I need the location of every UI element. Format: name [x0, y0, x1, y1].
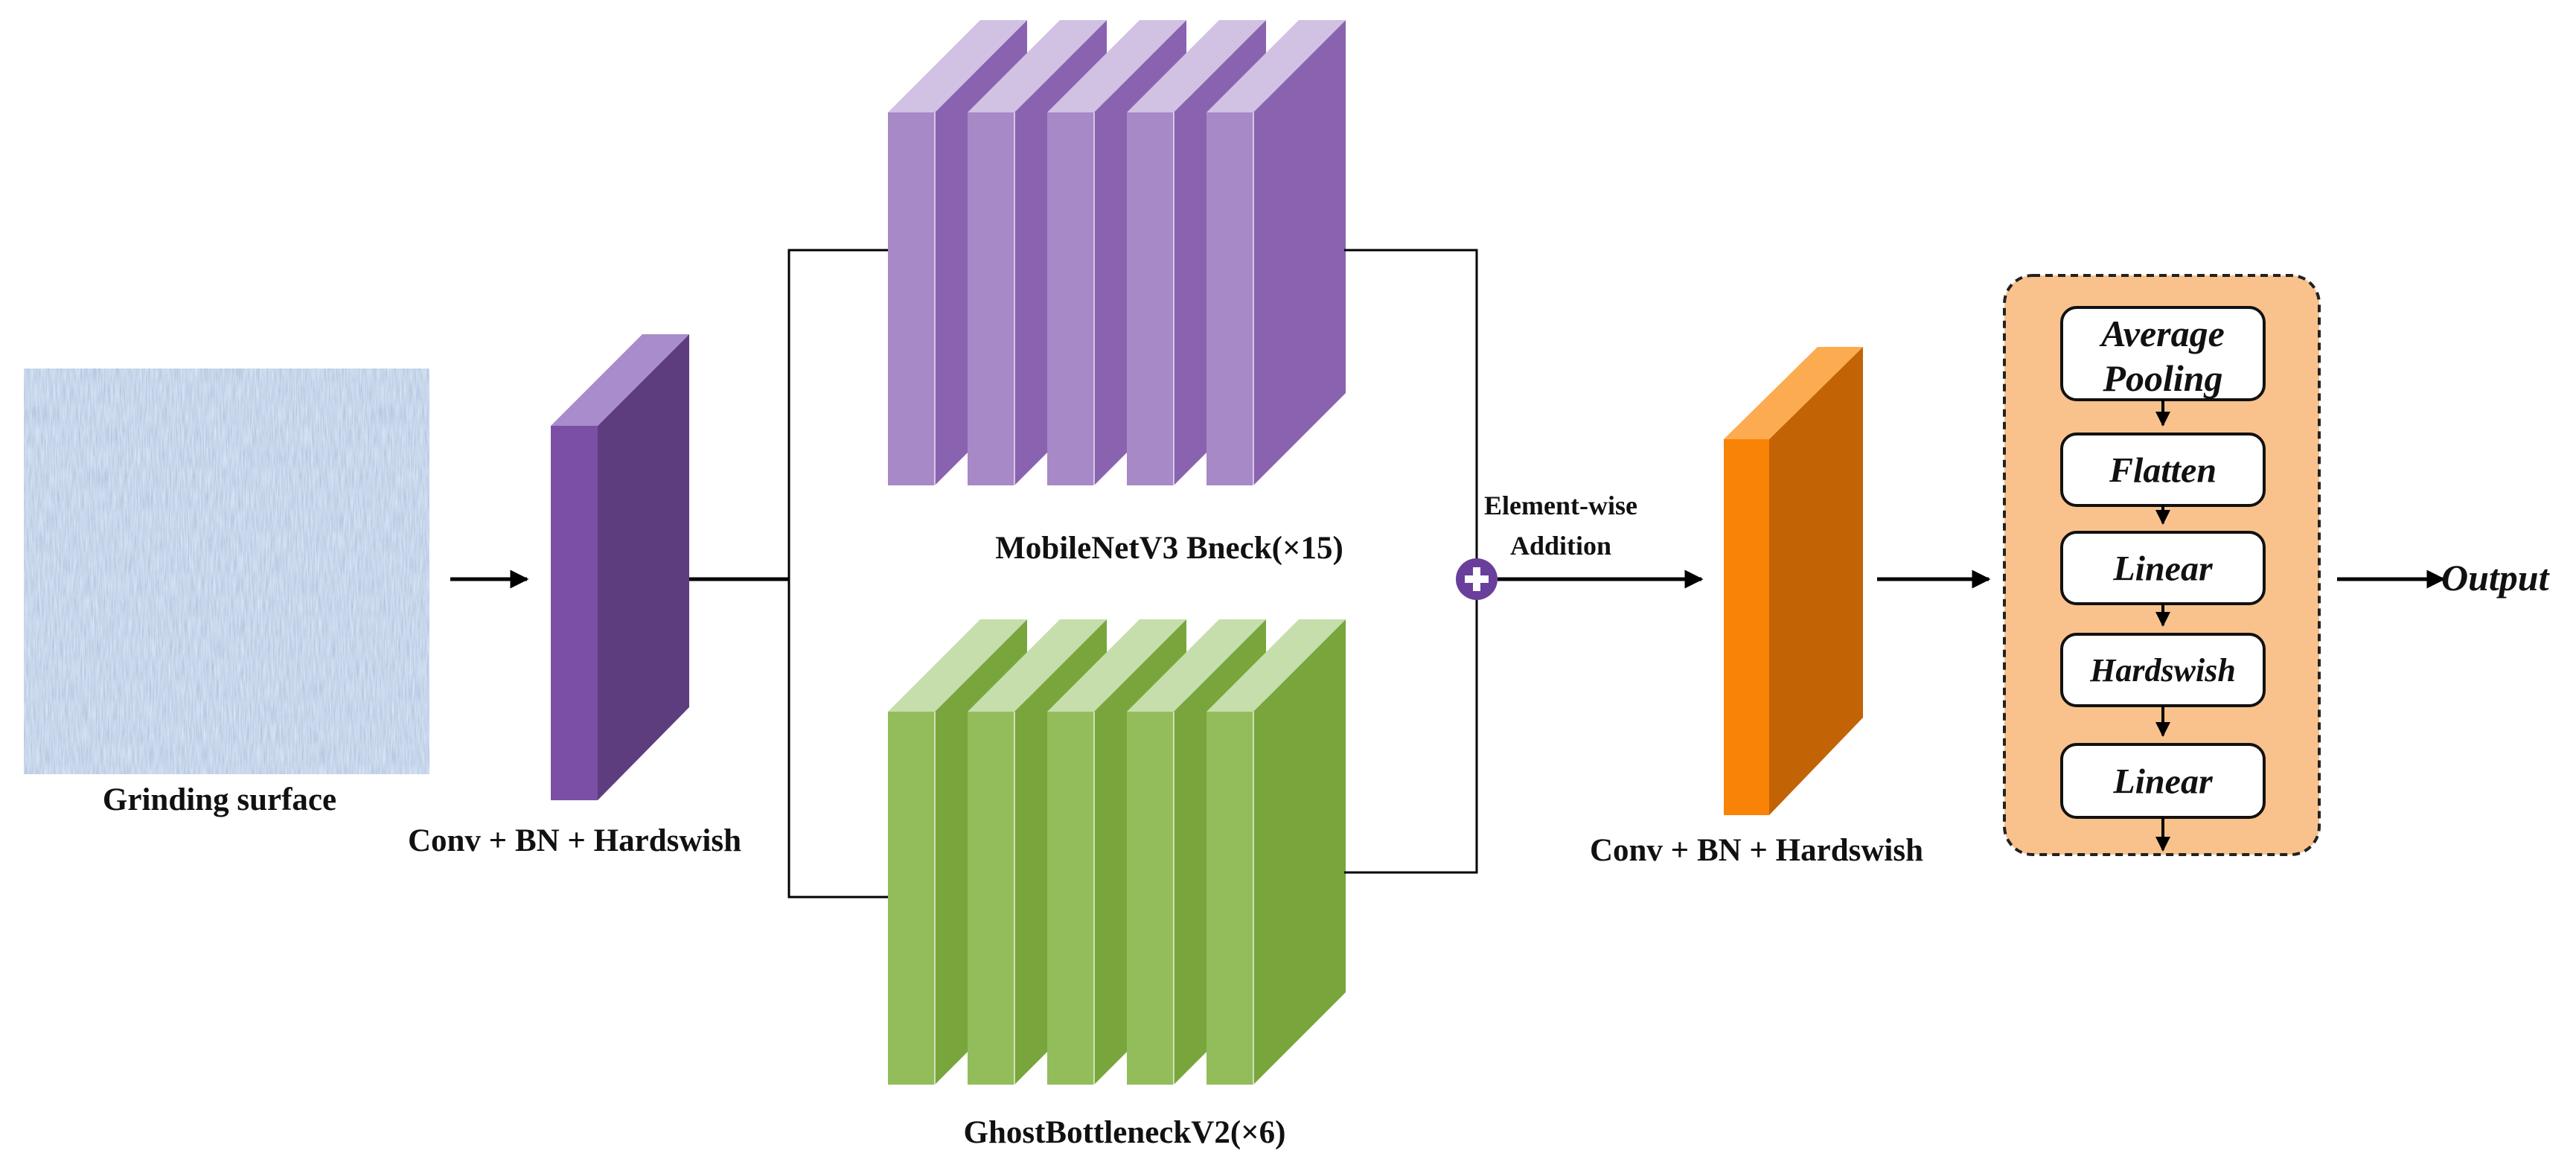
stem-label: Conv + BN + Hardswish [408, 823, 741, 858]
head-conv-block [1724, 347, 1863, 815]
merge-label-line2: Addition [1510, 531, 1611, 561]
head-conv-label: Conv + BN + Hardswish [1590, 833, 1923, 868]
classifier-block-label: Hardswish [2089, 652, 2236, 689]
element-wise-addition-icon [1456, 558, 1498, 600]
output-label: Output [2441, 557, 2551, 599]
ghost-slab [1206, 619, 1346, 1085]
grinding-surface-image [24, 368, 429, 774]
classifier-block-label: Flatten [2109, 450, 2217, 490]
ghostbottleneckv2-stack [888, 619, 1346, 1085]
merge-label-line1: Element-wise [1484, 491, 1637, 520]
split-connector [689, 249, 888, 899]
classifier-blocks: AveragePoolingFlattenLinearHardswishLine… [2060, 306, 2266, 852]
mobilenetv3-bneck-stack [888, 20, 1346, 485]
classifier-block-label: Linear [2112, 549, 2214, 588]
bneck-slab [1206, 20, 1346, 485]
classifier-block-label: Pooling [2102, 357, 2222, 399]
stem-conv-block [551, 334, 689, 800]
input-label: Grinding surface [103, 782, 336, 817]
merge-connector [1344, 249, 1478, 874]
bottom-branch-label: GhostBottleneckV2(×6) [964, 1115, 1286, 1150]
classifier-block-label: Linear [2112, 762, 2214, 801]
top-branch-label: MobileNetV3 Bneck(×15) [995, 531, 1343, 566]
classifier-block-label: Average [2099, 313, 2225, 354]
